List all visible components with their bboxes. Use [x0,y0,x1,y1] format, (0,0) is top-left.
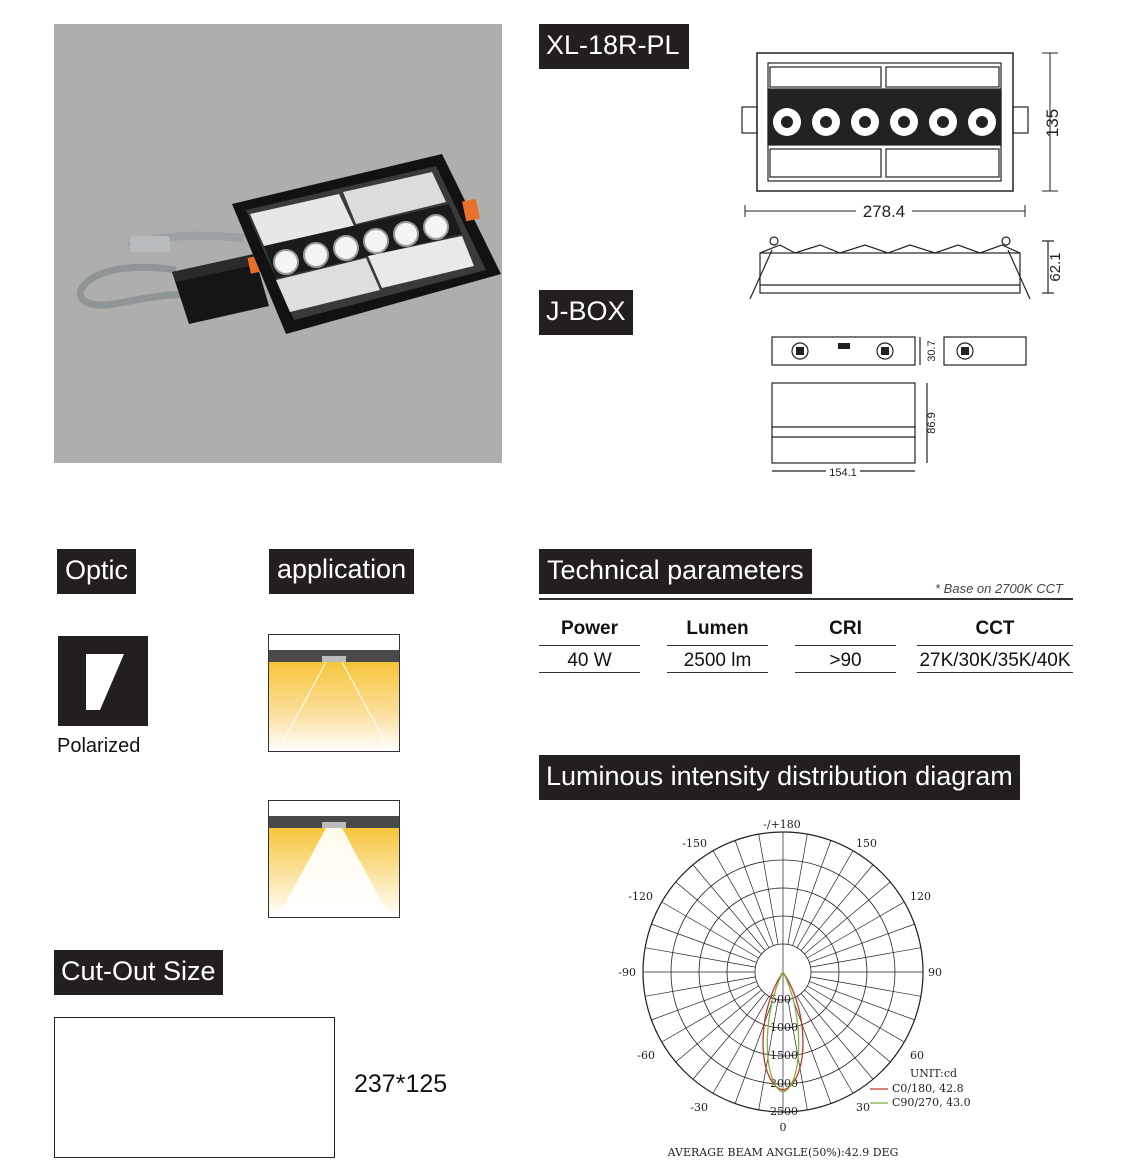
dim-jbox-height: 30.7 [926,340,938,361]
dim-fixture-height: 135 [1043,109,1062,137]
polar-unit: UNIT:cd [910,1067,957,1080]
polar-top-label: -/+180 [763,818,801,831]
polar-spoke [810,947,921,968]
polar-spoke [792,998,832,1104]
polar-label-p120: 120 [910,890,931,903]
polar-spoke [809,923,915,963]
technical-drawing: 135 278.4 62.1 30.7 86.9 154.1 [741,52,1064,479]
polar-spoke [734,840,774,946]
polar-label-zero: 0 [780,1121,787,1134]
optic-section-label: Optic [57,549,137,594]
polar-spoke [792,840,832,946]
polar-spoke [712,996,770,1094]
application-spot-icon [268,800,400,918]
technical-table: Power Lumen CRI CCT 40 W 2500 lm >90 27K… [539,600,1073,680]
polar-ring-label-2500: 2500 [770,1105,798,1118]
application-wall-wash-icon [268,634,400,752]
legend-label-c0: C0/180, 42.8 [892,1082,964,1095]
polar-ring-label-500: 500 [770,993,791,1006]
optic-polarized-icon [58,636,148,726]
legend-label-c90: C90/270, 43.0 [892,1096,971,1109]
tech-header-cri: CRI [829,618,862,639]
polar-label-n150: -150 [682,837,707,850]
polar-label-n60: -60 [637,1049,655,1062]
polar-spoke [800,864,874,951]
cutout-section-label: Cut-Out Size [54,950,223,995]
tech-header-cct: CCT [975,618,1015,639]
polar-curve-c90 [766,970,800,1093]
polar-diagram: -/+180 -150 150 -120 120 -90 90 -60 60 -… [618,818,971,1159]
luminous-section-label: Luminous intensity distribution diagram [539,755,1020,800]
technical-note: * Base on 2700K CCT [935,581,1063,596]
polar-spoke [758,999,779,1110]
jbox-label: J-BOX [539,290,633,335]
polar-spoke [804,881,891,955]
polar-spoke [796,996,854,1094]
application-section-label: application [269,549,415,594]
model-label: XL-18R-PL [539,24,689,69]
polar-spoke [692,864,766,951]
tech-header-power: Power [560,618,619,639]
polar-label-n90: -90 [618,966,636,979]
cutout-size: 237*125 [354,1070,448,1098]
polar-spoke [800,993,874,1080]
polar-label-p60: 60 [910,1049,924,1062]
polar-curve-c0 [762,970,804,1091]
technical-section-label: Technical parameters [539,549,812,594]
polar-spoke [645,947,756,968]
polar-label-p30: 30 [856,1101,870,1114]
dim-jbox-depth: 86.9 [926,412,938,433]
polar-spoke [787,999,808,1110]
tech-header-lumen: Lumen [686,618,749,639]
polar-spoke [675,881,762,955]
polar-spoke [796,850,854,948]
polar-spoke [807,985,905,1043]
product-photo [54,24,502,463]
tech-value-lumen: 2500 lm [683,650,752,671]
dim-fixture-depth: 62.1 [1047,252,1064,281]
dim-jbox-width: 154.1 [829,467,857,479]
polar-spoke [734,998,774,1104]
polar-spoke [692,993,766,1080]
dim-fixture-width: 278.4 [863,202,906,221]
polar-spoke [651,981,757,1021]
product-image [76,154,501,334]
polar-ring-label-1000: 1000 [770,1021,798,1034]
polar-spoke [810,976,921,997]
polar-grid [642,831,924,1113]
polar-spoke [712,850,770,948]
polar-spoke [758,834,779,945]
polar-spoke [809,981,915,1021]
polar-label-p90: 90 [928,966,942,979]
polar-label-n120: -120 [628,890,653,903]
tech-value-cri: >90 [829,650,862,671]
polar-label-n30: -30 [690,1101,708,1114]
cutout-box [54,1017,335,1158]
polar-spoke [661,901,759,959]
polar-spoke [651,923,757,963]
tech-value-power: 40 W [567,650,612,671]
optic-type: Polarized [57,735,141,757]
polar-spoke [645,976,756,997]
polar-spoke [661,985,759,1043]
polar-spoke [787,834,808,945]
polar-spoke [807,901,905,959]
polar-beam-angle: AVERAGE BEAM ANGLE(50%):42.9 DEG [667,1146,899,1159]
technical-rule [539,598,1073,600]
polar-ring-label-1500: 1500 [770,1049,798,1062]
tech-value-cct: 27K/30K/35K/40K [919,650,1071,671]
polar-spoke [675,989,762,1063]
polar-spoke [804,989,891,1063]
polar-label-p150: 150 [856,837,877,850]
